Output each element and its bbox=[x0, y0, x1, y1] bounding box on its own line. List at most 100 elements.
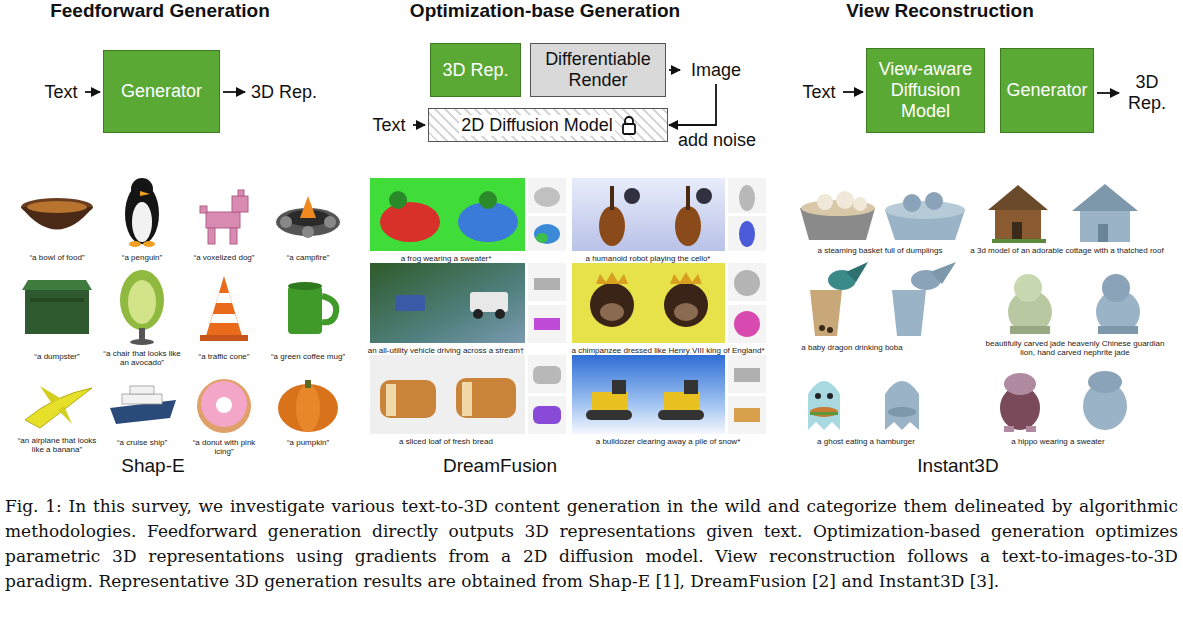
ghost-geometry bbox=[885, 381, 919, 430]
node-text: 2D Diffusion Model bbox=[459, 115, 615, 136]
bread-normal-views-part bbox=[533, 366, 561, 384]
frog-normal-views-part bbox=[528, 216, 566, 251]
vehicle-normal-views bbox=[528, 263, 566, 343]
traffic-cone-figure bbox=[200, 276, 248, 341]
bread-normal-views-part bbox=[528, 355, 566, 393]
ghost-geometry-part bbox=[885, 381, 919, 430]
bulldozer-normal-views-part bbox=[734, 368, 760, 382]
banana-airplane-figure-part bbox=[58, 406, 72, 424]
node-text: Generator bbox=[1006, 80, 1087, 101]
chimpanzee-tile-part bbox=[572, 263, 725, 343]
frog-tile-part bbox=[479, 191, 497, 209]
dumpster-figure-part bbox=[25, 290, 89, 334]
cello-normal-views-part bbox=[739, 185, 755, 211]
cello-tile-part bbox=[624, 188, 640, 204]
voxel-dog-figure bbox=[200, 190, 248, 244]
cello-tile-part bbox=[572, 178, 725, 251]
cello-normal-views bbox=[728, 178, 766, 251]
bulldozer-tile-part bbox=[612, 380, 626, 394]
coffee-mug-figure bbox=[288, 282, 336, 334]
banana-airplane-figure-part bbox=[25, 388, 92, 428]
prompt-caption: “a green coffee mug” bbox=[266, 352, 350, 361]
cottage-figure bbox=[988, 185, 1048, 243]
cottage-figure-part bbox=[995, 208, 1041, 240]
chimpanzee-normal-views-part bbox=[734, 270, 760, 296]
cottage-geometry-part bbox=[1098, 224, 1108, 242]
avocado-chair-figure-part bbox=[128, 280, 156, 324]
input-text: Text bbox=[798, 80, 840, 104]
bulldozer-tile-part bbox=[658, 410, 704, 420]
chimpanzee-tile-part bbox=[590, 283, 634, 327]
cruise-ship-figure bbox=[110, 386, 176, 424]
bulldozer-tile-part bbox=[592, 392, 628, 410]
cello-tile-part bbox=[610, 186, 614, 210]
banana-airplane-figure bbox=[25, 386, 92, 428]
avocado-chair-figure-part bbox=[130, 339, 154, 345]
voxel-dog-figure-part bbox=[230, 228, 237, 244]
ghost-figure-part bbox=[808, 381, 840, 430]
panel-heading: Feedforward Generation bbox=[0, 0, 320, 22]
penguin-figure-part bbox=[129, 241, 141, 247]
bread-tile-part bbox=[462, 382, 472, 416]
bulldozer-normal-views-part bbox=[728, 355, 766, 393]
dumplings-geometry-part bbox=[925, 192, 943, 210]
panel-heading: View Reconstruction bbox=[780, 0, 1100, 22]
ghost-figure bbox=[808, 381, 840, 430]
voxel-dog-figure-part bbox=[206, 212, 240, 228]
vehicle-tile-part bbox=[370, 263, 525, 343]
prompt-caption: “a pumpkin” bbox=[266, 438, 350, 447]
boba-dragon-figure-part bbox=[810, 290, 842, 336]
pumpkin-figure-part bbox=[296, 384, 320, 432]
prompt-caption: a ghost eating a hamburger bbox=[786, 437, 946, 446]
frog-tile-part bbox=[389, 191, 407, 209]
chimpanzee-tile-part bbox=[596, 272, 628, 284]
chimpanzee-tile bbox=[572, 263, 725, 343]
bulldozer-tile-part bbox=[586, 410, 632, 420]
chimpanzee-tile-part bbox=[664, 283, 708, 327]
vehicle-normal-views-part bbox=[534, 318, 560, 330]
dumplings-geometry-part bbox=[885, 201, 965, 219]
chimpanzee-tile-part bbox=[600, 303, 624, 321]
cottage-figure-part bbox=[988, 185, 1048, 210]
cottage-figure-part bbox=[992, 239, 1046, 243]
cello-tile-part bbox=[599, 206, 625, 246]
lock-icon bbox=[621, 115, 637, 135]
dumplings-figure-part bbox=[836, 191, 854, 209]
lock-shackle bbox=[625, 117, 633, 124]
frog-normal-views-part bbox=[528, 178, 566, 213]
cottage-geometry-part bbox=[1072, 184, 1138, 211]
vehicle-tile bbox=[370, 263, 525, 343]
avocado-chair-figure-part bbox=[139, 328, 145, 340]
flow-arrow bbox=[413, 124, 425, 126]
bread-tile-part bbox=[386, 384, 396, 416]
bulldozer-tile bbox=[572, 355, 725, 434]
flow-arrow bbox=[843, 91, 863, 93]
bread-tile-part bbox=[380, 380, 436, 418]
generator-box: Generator bbox=[103, 50, 220, 133]
dumpster-figure-part bbox=[30, 298, 84, 302]
figure-caption: Fig. 1: In this survey, we investigate v… bbox=[5, 494, 1178, 594]
traffic-cone-figure-part bbox=[216, 293, 232, 303]
prompt-caption: a humanoid robot playing the cello* bbox=[553, 254, 743, 263]
voxel-dog-figure-part bbox=[200, 206, 207, 213]
output-text: 3D Rep. bbox=[248, 80, 320, 104]
prompt-caption: a bulldozer clearing away a pile of snow… bbox=[568, 437, 768, 446]
penguin-figure-part bbox=[131, 178, 153, 200]
jade-lion-figure-part bbox=[1014, 274, 1042, 302]
flow-arrow bbox=[85, 91, 100, 93]
bulldozer-normal-views-part bbox=[728, 396, 766, 434]
node-text: Text bbox=[802, 82, 835, 103]
prompt-caption: a sliced loaf of fresh bread bbox=[351, 437, 541, 446]
cruise-ship-figure-part bbox=[130, 386, 154, 394]
jade-lion-geometry bbox=[1096, 274, 1140, 334]
prompt-caption: “a dumpster” bbox=[15, 352, 99, 361]
cello-tile-part bbox=[686, 186, 690, 210]
cello-tile-part bbox=[675, 206, 701, 246]
prompt-caption: “a bowl of food” bbox=[15, 253, 99, 262]
pumpkin-figure-part bbox=[278, 384, 338, 432]
voxel-dog-figure-part bbox=[232, 196, 248, 212]
hippo-figure-part bbox=[1004, 426, 1014, 432]
panel-heading: Optimization-base Generation bbox=[365, 0, 725, 22]
penguin-figure-part bbox=[132, 202, 152, 242]
frozen-diffusion-box: 2D Diffusion Model bbox=[428, 108, 668, 142]
